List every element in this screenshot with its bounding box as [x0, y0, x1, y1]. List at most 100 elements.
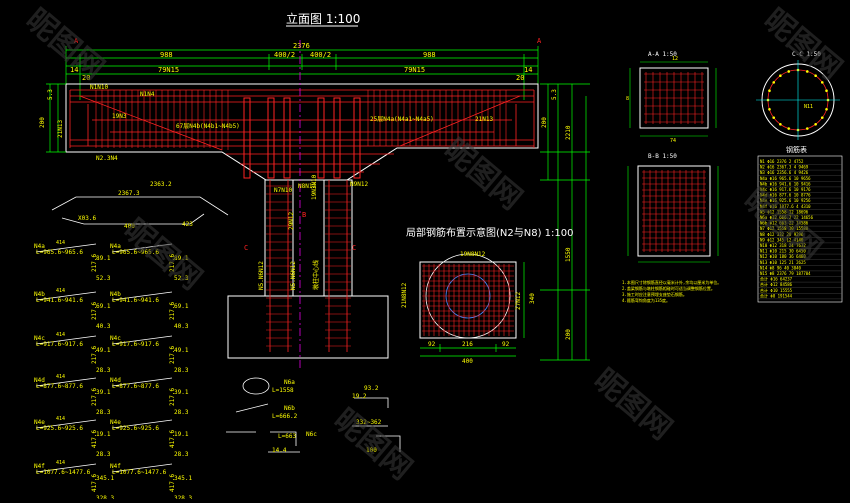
- table-row: N7 Φ12 1558 10 15580: [760, 226, 809, 231]
- table-row: 合计 Φ8 191544: [760, 292, 793, 298]
- bar-spec-2: L=1077.6~1477.6: [112, 469, 167, 476]
- bar-val: 217.6: [169, 346, 176, 364]
- column-ties: [266, 185, 351, 347]
- bar-val: 28.3: [96, 367, 111, 374]
- dim-left-bars: 79N15: [158, 66, 179, 74]
- dim-right-edge: 14: [524, 66, 532, 74]
- local-dim-mid: 216: [462, 341, 473, 348]
- bar-tag-2: N4a: [110, 243, 121, 250]
- dim-right-200: 200: [565, 329, 572, 340]
- bar-val: 40.3: [96, 323, 111, 330]
- bar-val: 345.1: [174, 475, 192, 482]
- bar-spec: L=917.6~917.6: [36, 341, 83, 348]
- local-plan-outline: [419, 261, 517, 339]
- note-line: 1.本图尺寸除钢筋直径以毫米计外,余均以厘米为单位。: [622, 279, 721, 285]
- section-mark-c-left: C: [244, 244, 248, 252]
- bar-val: 217.6: [169, 388, 176, 406]
- note-line: 4.箍筋弯钩角度为135度。: [622, 297, 670, 303]
- label-col3: 29N12: [288, 212, 295, 230]
- table-row: N15 Φ8 2376 79 187704: [760, 271, 811, 276]
- table-frame: [757, 155, 843, 303]
- section-c-axes: [756, 60, 840, 140]
- section-a-dims: [629, 61, 717, 137]
- n8-e: 14.4: [272, 447, 287, 454]
- bar-val: 417.6: [169, 474, 176, 492]
- bar-tag-2: N4f: [110, 463, 121, 470]
- bar-val: 28.3: [174, 409, 189, 416]
- bar-tag: N4a: [34, 243, 45, 250]
- elevation-title: 立面图 1:100: [286, 11, 360, 26]
- note-line: 3.施工时应注意预埋支座垫石钢筋。: [622, 291, 687, 297]
- sec-a-w1: 12: [672, 56, 678, 62]
- bar-val: 345.1: [96, 475, 114, 482]
- dim-left-span: 988: [160, 51, 173, 59]
- bar-spec-2: L=965.6~965.6: [112, 249, 159, 256]
- dim-left-small: 20: [82, 74, 90, 82]
- bar-val: 49.1: [96, 347, 111, 354]
- dim-total: 2376: [293, 42, 310, 50]
- table-row: 合计 Φ16 64237: [760, 276, 793, 282]
- label-n8n12: N8N12: [298, 183, 316, 190]
- dim-cap-left: 200: [39, 117, 46, 128]
- table-row: N8 Φ12 332 28 9296: [760, 232, 804, 237]
- table-title: 钢筋表: [786, 145, 807, 154]
- cap-stirrups-left: [95, 90, 229, 150]
- label-centerline: 墩柱中心线: [312, 260, 320, 290]
- local-dim-height: 340: [529, 293, 536, 304]
- n8-b: 332~362: [356, 419, 382, 426]
- section-b-rebar: [642, 170, 706, 252]
- dim-right-1550: 1550: [565, 247, 572, 262]
- local-dim-total: 400: [462, 358, 473, 365]
- label-n1n4: N1N4: [140, 91, 155, 98]
- bar-tag-2: N4c: [110, 335, 121, 342]
- section-b-dims: [627, 166, 719, 263]
- sec-a-w2: 8: [626, 96, 629, 102]
- dim-left-53: 5.3: [47, 89, 54, 100]
- bent-n3-small: 423: [182, 221, 193, 228]
- bar-tag: N4e: [34, 419, 45, 426]
- local-dim-right: 92: [502, 341, 510, 348]
- n8-c: 100: [366, 447, 377, 454]
- label-19n3: 19N3: [112, 113, 127, 120]
- bar-detail-N4e: N4eL=925.6~925.6N4eL=925.6~925.641419.14…: [34, 416, 189, 458]
- bar-tag: N4f: [34, 463, 45, 470]
- local-dims: [420, 262, 525, 357]
- bar-val: 217.6: [169, 302, 176, 320]
- bar-val: 19.1: [96, 431, 111, 438]
- table-row: N14 Φ8 96 40 3840: [760, 265, 802, 270]
- section-c-title: C-C 1:50: [792, 51, 821, 58]
- bar-val: 89.1: [96, 255, 111, 262]
- dim-right-span: 988: [423, 51, 436, 59]
- n7-sub: L=666.2: [272, 413, 298, 420]
- bar-spec: L=1077.6~1477.6: [36, 469, 91, 476]
- bar-detail-N4d: N4dL=877.6~877.6N4dL=877.6~877.641439.12…: [34, 374, 189, 416]
- dim-right-2210: 2210: [565, 125, 572, 140]
- table-row: N4c Φ16 917.6 10 9176: [760, 187, 811, 192]
- bar-val: 217.6: [91, 388, 98, 406]
- bar-spec-2: L=917.6~917.6: [112, 341, 159, 348]
- label-layer-left: 67层N4b(N4b1~N4b5): [176, 123, 240, 130]
- label-n7n10: N7N10: [274, 187, 292, 194]
- bar-val: 217.6: [91, 346, 98, 364]
- bar-tag: N4c: [34, 335, 45, 342]
- dim-right-53: 5.3: [551, 89, 558, 100]
- bar-val: 52.3: [174, 275, 189, 282]
- label-n9n12: N9N12: [350, 181, 368, 188]
- bar-val: 49.1: [174, 347, 189, 354]
- bent-n2-length: 2367.3: [118, 190, 140, 197]
- left-vertical-dims: [46, 83, 66, 153]
- n6a-label: N6a: [284, 379, 295, 386]
- bar-val: 19.1: [174, 431, 189, 438]
- table-row: 合计 Φ12 84586: [760, 281, 793, 287]
- bar-val: 39.1: [174, 389, 189, 396]
- dim-right-bars: 79N15: [404, 66, 425, 74]
- bar-val: 217.6: [91, 302, 98, 320]
- label-n1n10: N1N10: [90, 84, 108, 91]
- sec-a-b1: 74: [670, 138, 676, 144]
- bent-top-label: 2363.2: [150, 181, 172, 188]
- bar-tag-2: N4b: [110, 291, 121, 298]
- bar-spec: L=877.6~877.6: [36, 383, 83, 390]
